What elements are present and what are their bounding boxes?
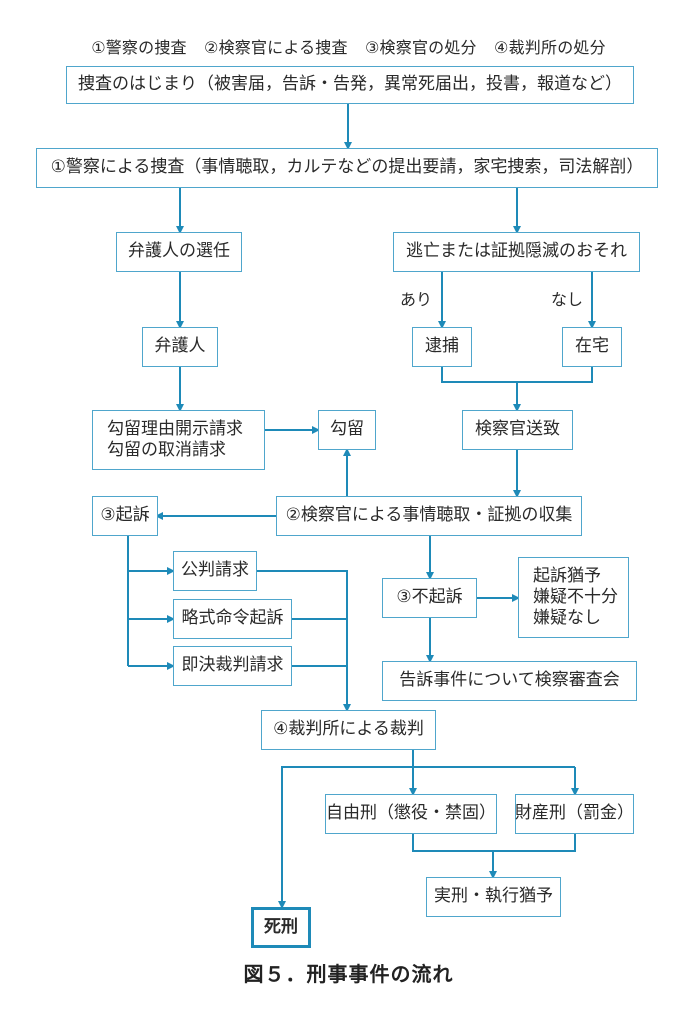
- node-at-home: 在宅: [562, 327, 622, 367]
- detention-request-line-2: 勾留の取消請求: [107, 440, 226, 460]
- node-fine: 財産刑（罰金）: [515, 794, 634, 834]
- detention-request-line-1: 勾留理由開示請求: [107, 418, 243, 439]
- node-referral: 検察官送致: [462, 410, 573, 450]
- node-arrest: 逮捕: [412, 327, 472, 367]
- legend-item-court: ④裁判所の処分: [494, 38, 606, 57]
- merge-imprisonment-fine: [412, 834, 576, 852]
- branch-label-no: なし: [551, 290, 584, 309]
- node-flight-risk: 逃亡または証拠隠滅のおそれ: [393, 232, 640, 272]
- court-branch-line: [281, 766, 575, 905]
- merge-public-trial: [257, 570, 348, 708]
- node-detention: 勾留: [318, 410, 376, 450]
- node-lawyer: 弁護人: [142, 327, 218, 367]
- node-non-indictment: ③不起訴: [382, 578, 477, 618]
- node-sentence: 実刑・執行猶予: [426, 877, 561, 917]
- node-inquest: 告訴事件について検察審査会: [382, 661, 637, 701]
- node-public-trial: 公判請求: [173, 551, 257, 591]
- node-speedy-trial: 即決裁判請求: [173, 646, 292, 686]
- node-death-penalty: 死刑: [251, 907, 311, 948]
- branch-label-yes: あり: [400, 290, 433, 309]
- node-detention-request: 勾留理由開示請求 勾留の取消請求: [92, 410, 265, 470]
- legend-item-disposition: ③検察官の処分: [365, 38, 477, 57]
- node-summary-order: 略式命令起訴: [173, 599, 292, 639]
- legend: ①警察の捜査 ②検察官による捜査 ③検察官の処分 ④裁判所の処分: [0, 34, 697, 58]
- node-start: 捜査のはじまり（被害届，告訴・告発，異常死届出，投書，報道など）: [66, 66, 634, 104]
- node-police-investigation: ①警察による捜査（事情聴取，カルテなどの提出要請，家宅捜索，司法解剖）: [36, 148, 658, 188]
- merge-arrest-home: [441, 367, 593, 383]
- legend-item-prosecutor: ②検察官による捜査: [204, 38, 348, 57]
- node-prosecutor-investigation: ②検察官による事情聴取・証拠の収集: [276, 496, 582, 536]
- legend-item-police: ①警察の捜査: [91, 38, 187, 57]
- node-court-trial: ④裁判所による裁判: [261, 710, 436, 750]
- node-indictment: ③起訴: [92, 496, 158, 536]
- reason-suspended: 起訴猶予: [533, 565, 601, 586]
- node-imprisonment: 自由刑（懲役・禁固）: [325, 794, 497, 834]
- reason-insufficient: 嫌疑不十分: [533, 586, 618, 607]
- node-lawyer-selection: 弁護人の選任: [116, 232, 242, 272]
- reason-none: 嫌疑なし: [533, 608, 601, 629]
- figure-caption: 図５．刑事事件の流れ: [243, 962, 454, 986]
- node-non-indictment-reasons: 起訴猶予 嫌疑不十分 嫌疑なし: [518, 557, 629, 638]
